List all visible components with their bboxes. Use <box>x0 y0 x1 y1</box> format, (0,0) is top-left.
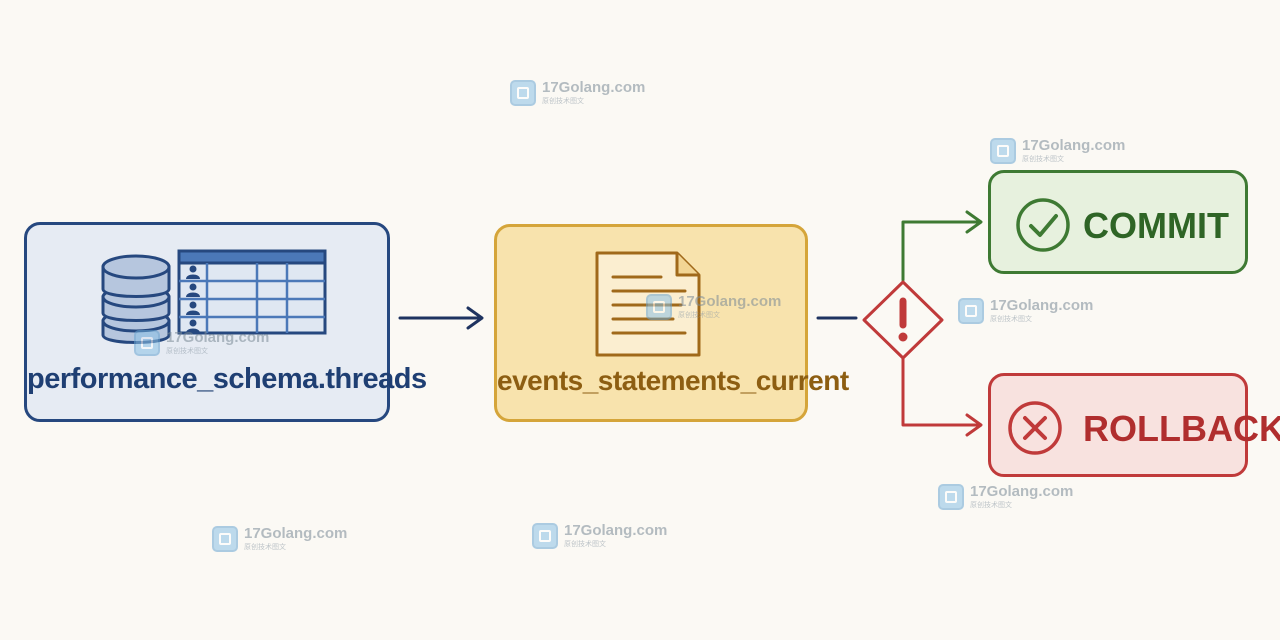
user-table-icon <box>177 249 327 335</box>
commit-node: COMMIT <box>988 170 1248 274</box>
watermark-name: 17Golang.com <box>990 297 1094 314</box>
watermark-sub: 原创技术图文 <box>678 311 720 319</box>
arrow-decision-to-commit <box>901 210 983 282</box>
watermark-logo-icon <box>134 330 160 356</box>
watermark-logo-icon <box>646 294 672 320</box>
watermark-sub: 原创技术图文 <box>166 347 208 355</box>
watermark-sub: 原创技术图文 <box>542 97 584 105</box>
exclamation-diamond-icon <box>862 280 944 360</box>
watermark-name: 17Golang.com <box>564 522 668 539</box>
watermark-name: 17Golang.com <box>166 329 270 346</box>
watermark-sub: 原创技术图文 <box>564 540 606 548</box>
threads-node-label: performance_schema.threads <box>27 363 427 395</box>
watermark-sub: 原创技术图文 <box>990 315 1032 323</box>
arrow-threads-to-events <box>398 306 484 330</box>
watermark-sub: 原创技术图文 <box>244 543 286 551</box>
arrow-decision-to-rollback <box>901 356 983 437</box>
watermark-sub: 原创技术图文 <box>1022 155 1064 163</box>
watermark-name: 17Golang.com <box>244 525 348 542</box>
watermark-name: 17Golang.com <box>542 79 646 96</box>
watermark-name: 17Golang.com <box>1022 137 1126 154</box>
events-node-label: events_statements_current <box>497 365 849 396</box>
watermark-logo-icon <box>990 138 1016 164</box>
events-node: events_statements_current <box>494 224 849 422</box>
rollback-node: ROLLBACK <box>988 373 1280 477</box>
commit-label: COMMIT <box>1083 205 1229 246</box>
watermark-logo-icon <box>938 484 964 510</box>
watermark-name: 17Golang.com <box>970 483 1074 500</box>
watermark-sub: 原创技术图文 <box>970 501 1012 509</box>
watermark-logo-icon <box>532 523 558 549</box>
rollback-label: ROLLBACK <box>1083 408 1280 449</box>
watermark-logo-icon <box>510 80 536 106</box>
threads-node: performance_schema.threads <box>24 222 427 422</box>
watermark-name: 17Golang.com <box>678 293 782 310</box>
watermark-logo-icon <box>212 526 238 552</box>
watermark-logo-icon <box>958 298 984 324</box>
check-circle-icon <box>1016 198 1070 252</box>
x-circle-icon <box>1008 401 1062 455</box>
